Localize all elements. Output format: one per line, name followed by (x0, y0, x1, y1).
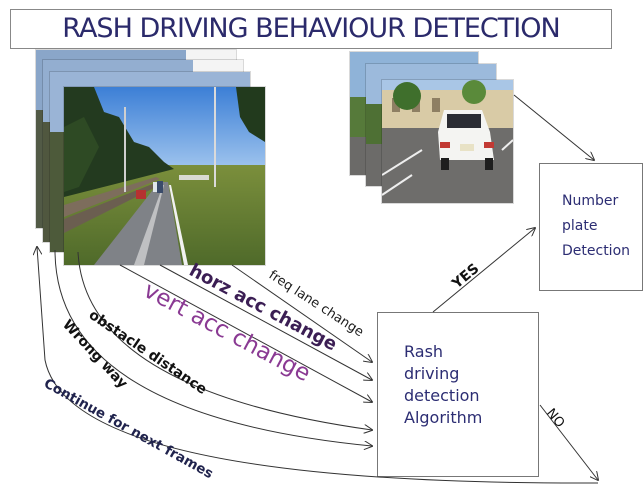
label-continue-for-next-frames: Continue for next frames (41, 376, 216, 483)
arrow-wrong-way (54, 249, 372, 446)
plate-line-3: Detection (562, 243, 631, 259)
label-no: NO (543, 406, 567, 431)
number-plate-box: Number plate Detection (539, 163, 643, 291)
diagram-title: RASH DRIVING BEHAVIOUR DETECTION (62, 13, 560, 44)
arrow-obstacle-distance (77, 251, 372, 430)
plate-line-2: plate (562, 218, 598, 234)
label-yes: YES (449, 261, 483, 293)
plate-line-1: Number (562, 193, 619, 209)
arrow-horz-acc (159, 264, 372, 380)
number-plate-box-text: Number plate Detection (562, 189, 630, 264)
road-frame-front (64, 87, 265, 265)
arrow-vert-acc (119, 264, 372, 402)
algorithm-line-4: Algorithm (404, 408, 483, 427)
arrow-continue-next-frames (37, 247, 599, 484)
algorithm-box: Rash driving detection Algorithm (377, 312, 539, 477)
title-box: RASH DRIVING BEHAVIOUR DETECTION (10, 9, 612, 49)
algorithm-line-3: detection (404, 386, 480, 405)
arrow-car-to-plate (513, 94, 594, 160)
algorithm-box-text: Rash driving detection Algorithm (404, 341, 482, 429)
algorithm-line-2: driving (404, 364, 460, 383)
arrow-no (539, 404, 598, 480)
algorithm-line-1: Rash (404, 342, 444, 361)
car-frame-front (382, 80, 513, 203)
arrow-yes (432, 228, 535, 313)
arrow-freq-lane (231, 264, 372, 362)
